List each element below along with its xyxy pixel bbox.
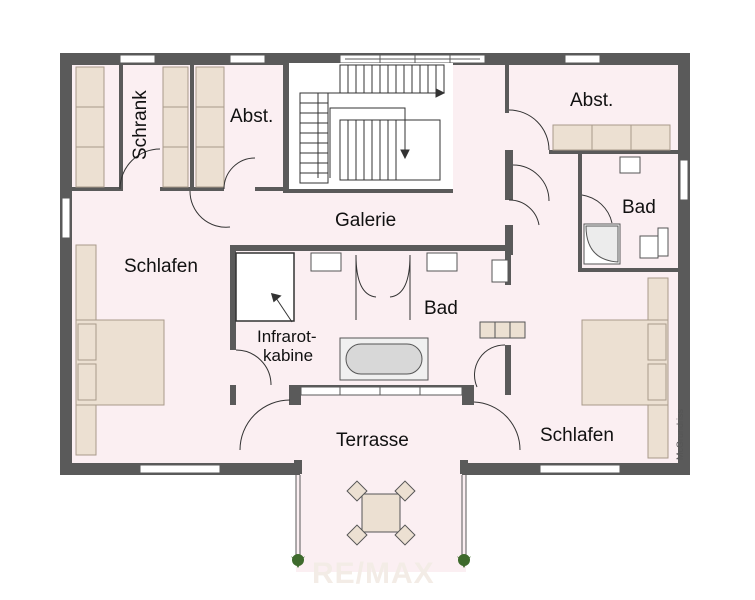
- label-abst-right: Abst.: [570, 90, 613, 111]
- plant-icon: [291, 554, 471, 568]
- closets: [75, 66, 671, 188]
- terrace-window: [300, 386, 463, 396]
- dining-set: [346, 480, 416, 546]
- label-terrasse: Terrasse: [336, 430, 409, 451]
- terrace-railing: [295, 475, 467, 565]
- label-schrank: Schrank: [130, 90, 151, 160]
- windows: [61, 54, 689, 474]
- bed-left: [75, 244, 165, 456]
- label-schlafen-right: Schlafen: [540, 425, 614, 446]
- label-bad-right: Bad: [622, 197, 656, 218]
- label-galerie: Galerie: [335, 210, 396, 231]
- label-schlafen-left: Schlafen: [124, 256, 198, 277]
- watermark-logo: RE/MAX: [312, 557, 435, 590]
- label-infrarot-line2: kabine: [263, 346, 313, 365]
- bed-right: [581, 277, 669, 459]
- credit-text: McGrundriss: [675, 408, 685, 460]
- label-abst-left: Abst.: [230, 106, 273, 127]
- door-swings: [119, 109, 613, 451]
- bathroom-center-fixtures: [310, 252, 526, 381]
- label-infrarot-line1: Infrarot-: [257, 327, 317, 346]
- infrared-cabin: [235, 252, 295, 323]
- bathroom-right-fixtures: [583, 156, 669, 265]
- label-bad-center: Bad: [424, 298, 458, 319]
- staircase: [289, 63, 453, 189]
